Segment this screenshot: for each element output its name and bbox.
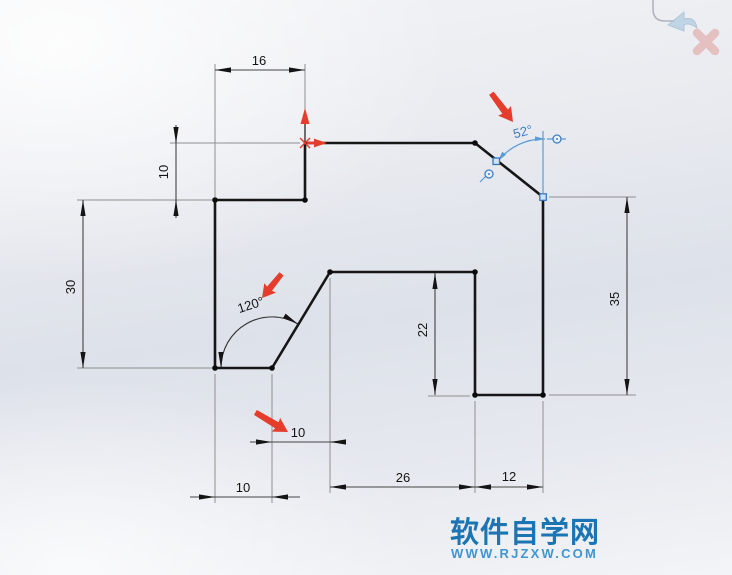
dimension-value[interactable]: 16 [252,53,266,68]
dimension-bottom-right-width[interactable]: 12 [475,469,543,490]
dimension-right-height[interactable]: 35 [607,197,630,395]
dimension-value[interactable]: 120° [236,293,266,316]
sketch-profile[interactable] [213,141,545,397]
dimension-value[interactable]: 12 [502,469,516,484]
red-pointer-arrow-120 [262,272,284,298]
sketch-origin-icon[interactable] [299,108,327,149]
dimension-value[interactable]: 30 [63,280,78,294]
red-pointer-arrow-10 [253,410,288,432]
handle-dot [488,173,490,175]
origin-arrow-right [314,138,327,148]
watermark-site-url: WWW.RJZXW.COM [451,546,598,561]
sketch-vertex[interactable] [327,269,333,275]
dimension-bottom-mid-width[interactable]: 26 [330,470,475,490]
dimension-value[interactable]: 35 [607,292,622,306]
sketch-vertex[interactable] [472,140,478,146]
dimension-value[interactable]: 10 [156,165,171,179]
sketch-vertex[interactable] [472,392,478,398]
dimension-mid-width[interactable]: 10 [250,425,346,445]
dimension-top-width[interactable]: 16 [215,53,305,73]
handle-dot [556,138,558,140]
dimension-bottom-angle[interactable]: 120° [218,293,299,369]
watermark: 软件自学网 WWW.RJZXW.COM [450,515,600,561]
dimension-left-height[interactable]: 30 [63,200,86,368]
sketch-vertex[interactable] [212,197,218,203]
sketch-vertex[interactable] [540,392,546,398]
exit-sketch-arrow-icon[interactable] [667,10,698,32]
dimension-value[interactable]: 26 [396,470,410,485]
angle-arc [218,313,299,369]
origin-arrow-up [300,108,310,124]
origin-cross [299,137,311,149]
selected-point-handle[interactable] [539,193,547,201]
dimension-value[interactable]: 10 [291,425,305,440]
sketch-vertex[interactable] [302,197,308,203]
sketch-vertex[interactable] [269,365,275,371]
dimension-value[interactable]: 52° [511,122,534,142]
cancel-x-icon[interactable] [692,28,720,56]
selected-point-handle[interactable] [492,157,501,166]
dimension-upper-left-height[interactable]: 10 [156,125,179,218]
dimension-value[interactable]: 22 [415,323,430,337]
dimension-bottom-left-width[interactable]: 10 [190,480,300,500]
red-pointer-arrow-52 [489,91,513,122]
extension-lines [77,64,636,503]
sketch-vertex[interactable] [472,269,478,275]
confirmation-corner[interactable] [652,0,720,56]
sketch-vertices[interactable] [212,140,546,398]
dimension-top-angle[interactable]: 52° [479,122,566,193]
dimension-value[interactable]: 10 [236,480,250,495]
sketch-vertex[interactable] [212,365,218,371]
dimension-notch-height[interactable]: 22 [415,273,438,395]
watermark-site-name: 软件自学网 [450,515,600,549]
angle-arc [497,136,546,162]
corner-curve [652,0,675,22]
red-pointer-arrows [253,91,513,432]
